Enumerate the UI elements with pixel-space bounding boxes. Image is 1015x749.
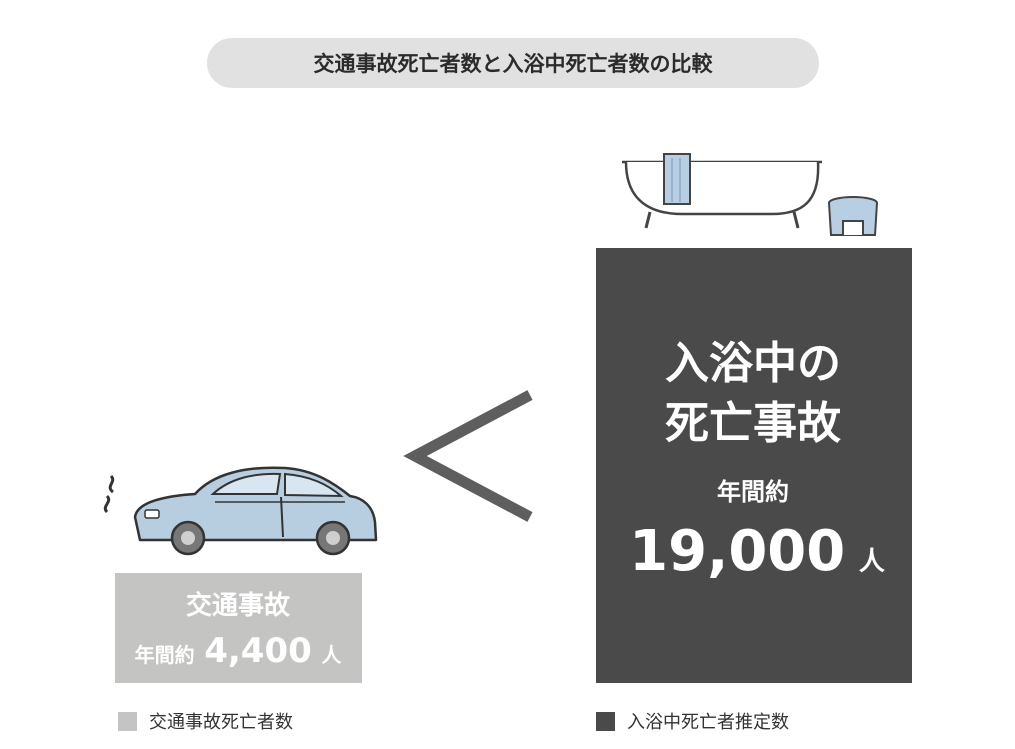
bar-traffic-value-line: 年間約 4,400 人 [135,631,343,671]
bar-bath-deaths [596,248,912,683]
bar-bath-value: 19,000 [629,519,845,584]
car-icon [103,466,378,556]
legend-swatch-bath [596,711,615,731]
bar-traffic-label: 交通事故 [186,590,290,621]
legend-swatch-traffic [118,711,137,731]
bar-bath-prefix: 年間約 [717,478,789,506]
chart-title: 交通事故死亡者数と入浴中死亡者数の比較 [313,52,713,76]
bar-traffic-prefix: 年間約 [135,643,195,667]
comparison-less-than-symbol [403,390,533,522]
chart-title-pill: 交通事故死亡者数と入浴中死亡者数の比較 [207,38,819,88]
legend-label-bath: 入浴中死亡者推定数 [627,712,789,733]
bath-stool-icon [828,196,878,236]
legend-item-traffic: 交通事故死亡者数 [118,708,293,734]
bar-traffic-value: 4,400 [204,631,312,671]
bar-bath-label-line2: 死亡事故 [665,398,841,449]
legend-label-traffic: 交通事故死亡者数 [149,712,293,733]
bar-traffic-unit: 人 [321,643,342,667]
legend-item-bath: 入浴中死亡者推定数 [596,708,789,734]
bar-bath-value-line: 19,000 人 [629,519,885,584]
bar-bath-unit: 人 [859,547,885,577]
bar-traffic-accidents [115,573,362,683]
bar-bath-label-line1: 入浴中の [665,338,841,389]
bathtub-icon [622,153,822,229]
